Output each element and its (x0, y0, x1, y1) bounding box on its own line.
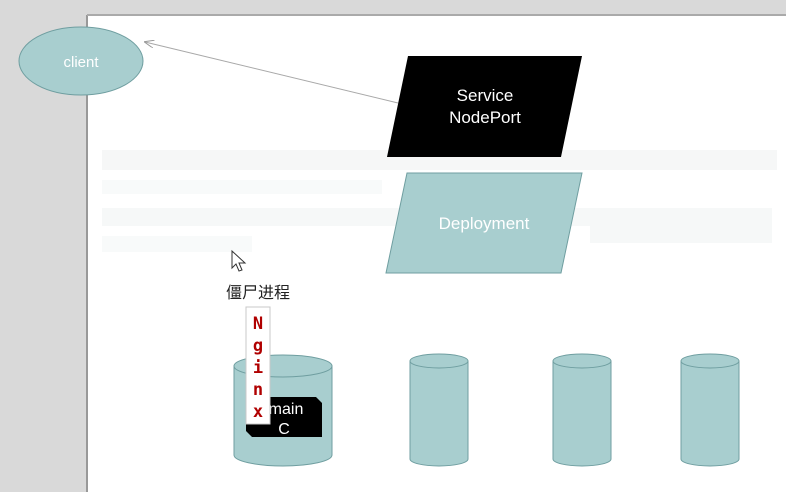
nginx-container[interactable]: N g i n x (245, 306, 271, 425)
nginx-letter: N (253, 314, 263, 334)
blurred-overlay (102, 150, 777, 252)
nginx-letter: i (253, 358, 263, 378)
deployment-node[interactable]: Deployment (385, 172, 583, 274)
service-label-line1: Service (457, 86, 514, 105)
pod-cylinder[interactable] (680, 353, 740, 467)
service-shape (387, 56, 582, 157)
mouse-pointer-icon (231, 249, 247, 272)
zombie-process-label: 僵尸进程 (226, 283, 290, 302)
nginx-letter: g (253, 336, 263, 356)
client-label: client (63, 54, 99, 71)
nginx-tag-box (245, 306, 271, 425)
nginx-letter: n (253, 380, 263, 400)
service-node[interactable]: Service NodePort (387, 56, 582, 157)
main-container-label-line2: C (278, 421, 290, 438)
nginx-letter: x (253, 402, 263, 422)
deployment-shape (385, 172, 583, 274)
main-container-label-line1: main (269, 401, 304, 418)
deployment-label: Deployment (439, 214, 530, 233)
client-ellipse (18, 26, 144, 96)
client-node[interactable]: client (18, 26, 144, 96)
service-to-client-arrow (145, 42, 399, 104)
pod-cylinder[interactable] (409, 353, 469, 467)
pod-cylinder[interactable] (552, 353, 612, 467)
service-label-line2: NodePort (449, 108, 521, 127)
